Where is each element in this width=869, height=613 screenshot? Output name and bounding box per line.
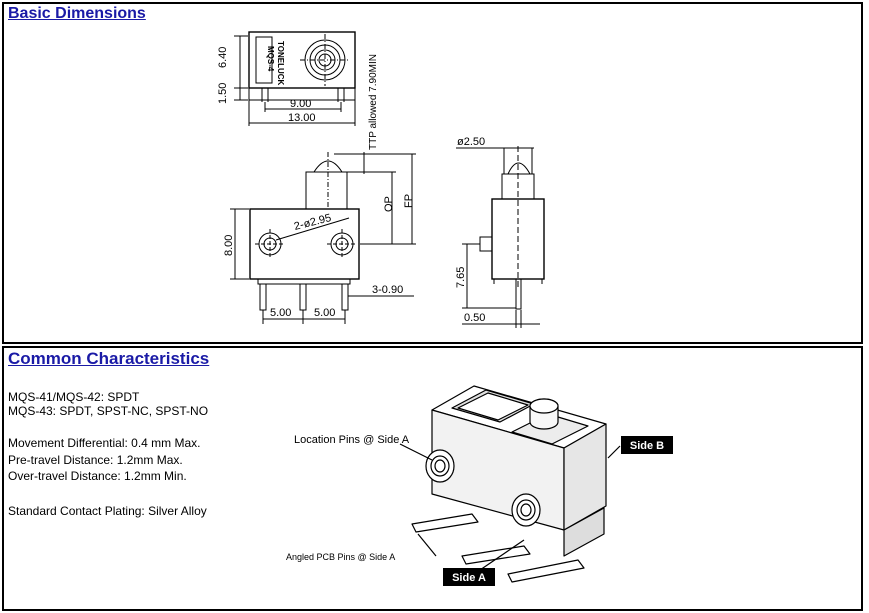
front-view-drawing	[230, 152, 416, 324]
side-view-drawing	[456, 146, 545, 328]
angled-pins-callout: Angled PCB Pins @ Side A	[286, 552, 395, 562]
dim-0-50-label: 0.50	[464, 312, 485, 324]
top-view-drawing	[234, 31, 356, 126]
plunger-diameter-label: ø2.50	[457, 136, 485, 148]
ttp-label: TTP allowed 7.90MIN	[368, 54, 379, 150]
pin-width-label: 3-0.90	[372, 284, 403, 296]
fp-label: FP	[403, 194, 415, 208]
side-a-label: Side A	[452, 572, 486, 584]
dim-7-65-label: 7.65	[455, 267, 467, 288]
pin-pitch-label-a: 5.00	[270, 307, 291, 319]
dim-13-00-label: 13.00	[288, 112, 316, 124]
spec-line: Pre-travel Distance: 1.2mm Max.	[8, 453, 183, 467]
hole-diameter-label: 2-ø2.95	[293, 212, 333, 233]
common-characteristics-panel: Common Characteristics MQS-41/MQS-42: SP…	[2, 346, 863, 611]
spec-line: MQS-41/MQS-42: SPDT	[8, 390, 140, 404]
side-b-label: Side B	[630, 440, 664, 452]
spec-line: Movement Differential: 0.4 mm Max.	[8, 436, 201, 450]
dim-8-00-label: 8.00	[223, 235, 235, 256]
pin-pitch-label-b: 5.00	[314, 307, 335, 319]
dim-9-00-label: 9.00	[290, 98, 311, 110]
brand-label: TONELUCK	[276, 41, 285, 86]
basic-dimensions-panel: Basic Dimensions	[2, 2, 863, 344]
dim-1-50-label: 1.50	[217, 83, 229, 104]
spec-line: Over-travel Distance: 1.2mm Min.	[8, 469, 187, 483]
common-characteristics-heading: Common Characteristics	[8, 349, 210, 368]
dim-6-40-label: 6.40	[217, 47, 229, 68]
basic-dimensions-heading: Basic Dimensions	[8, 5, 146, 22]
spec-line: MQS-43: SPDT, SPST-NC, SPST-NO	[8, 404, 209, 418]
dimension-drawing: 6.40 1.50 9.00 13.00 TTP allowed 7.90MIN…	[217, 31, 545, 328]
location-pins-callout: Location Pins @ Side A	[294, 434, 410, 446]
switch-illustration: Side B Side A Location Pins @ Side A Ang…	[286, 385, 673, 586]
spec-line: Standard Contact Plating: Silver Alloy	[8, 504, 207, 518]
op-label: OP	[383, 196, 395, 212]
model-label: MQS-4	[266, 46, 275, 72]
